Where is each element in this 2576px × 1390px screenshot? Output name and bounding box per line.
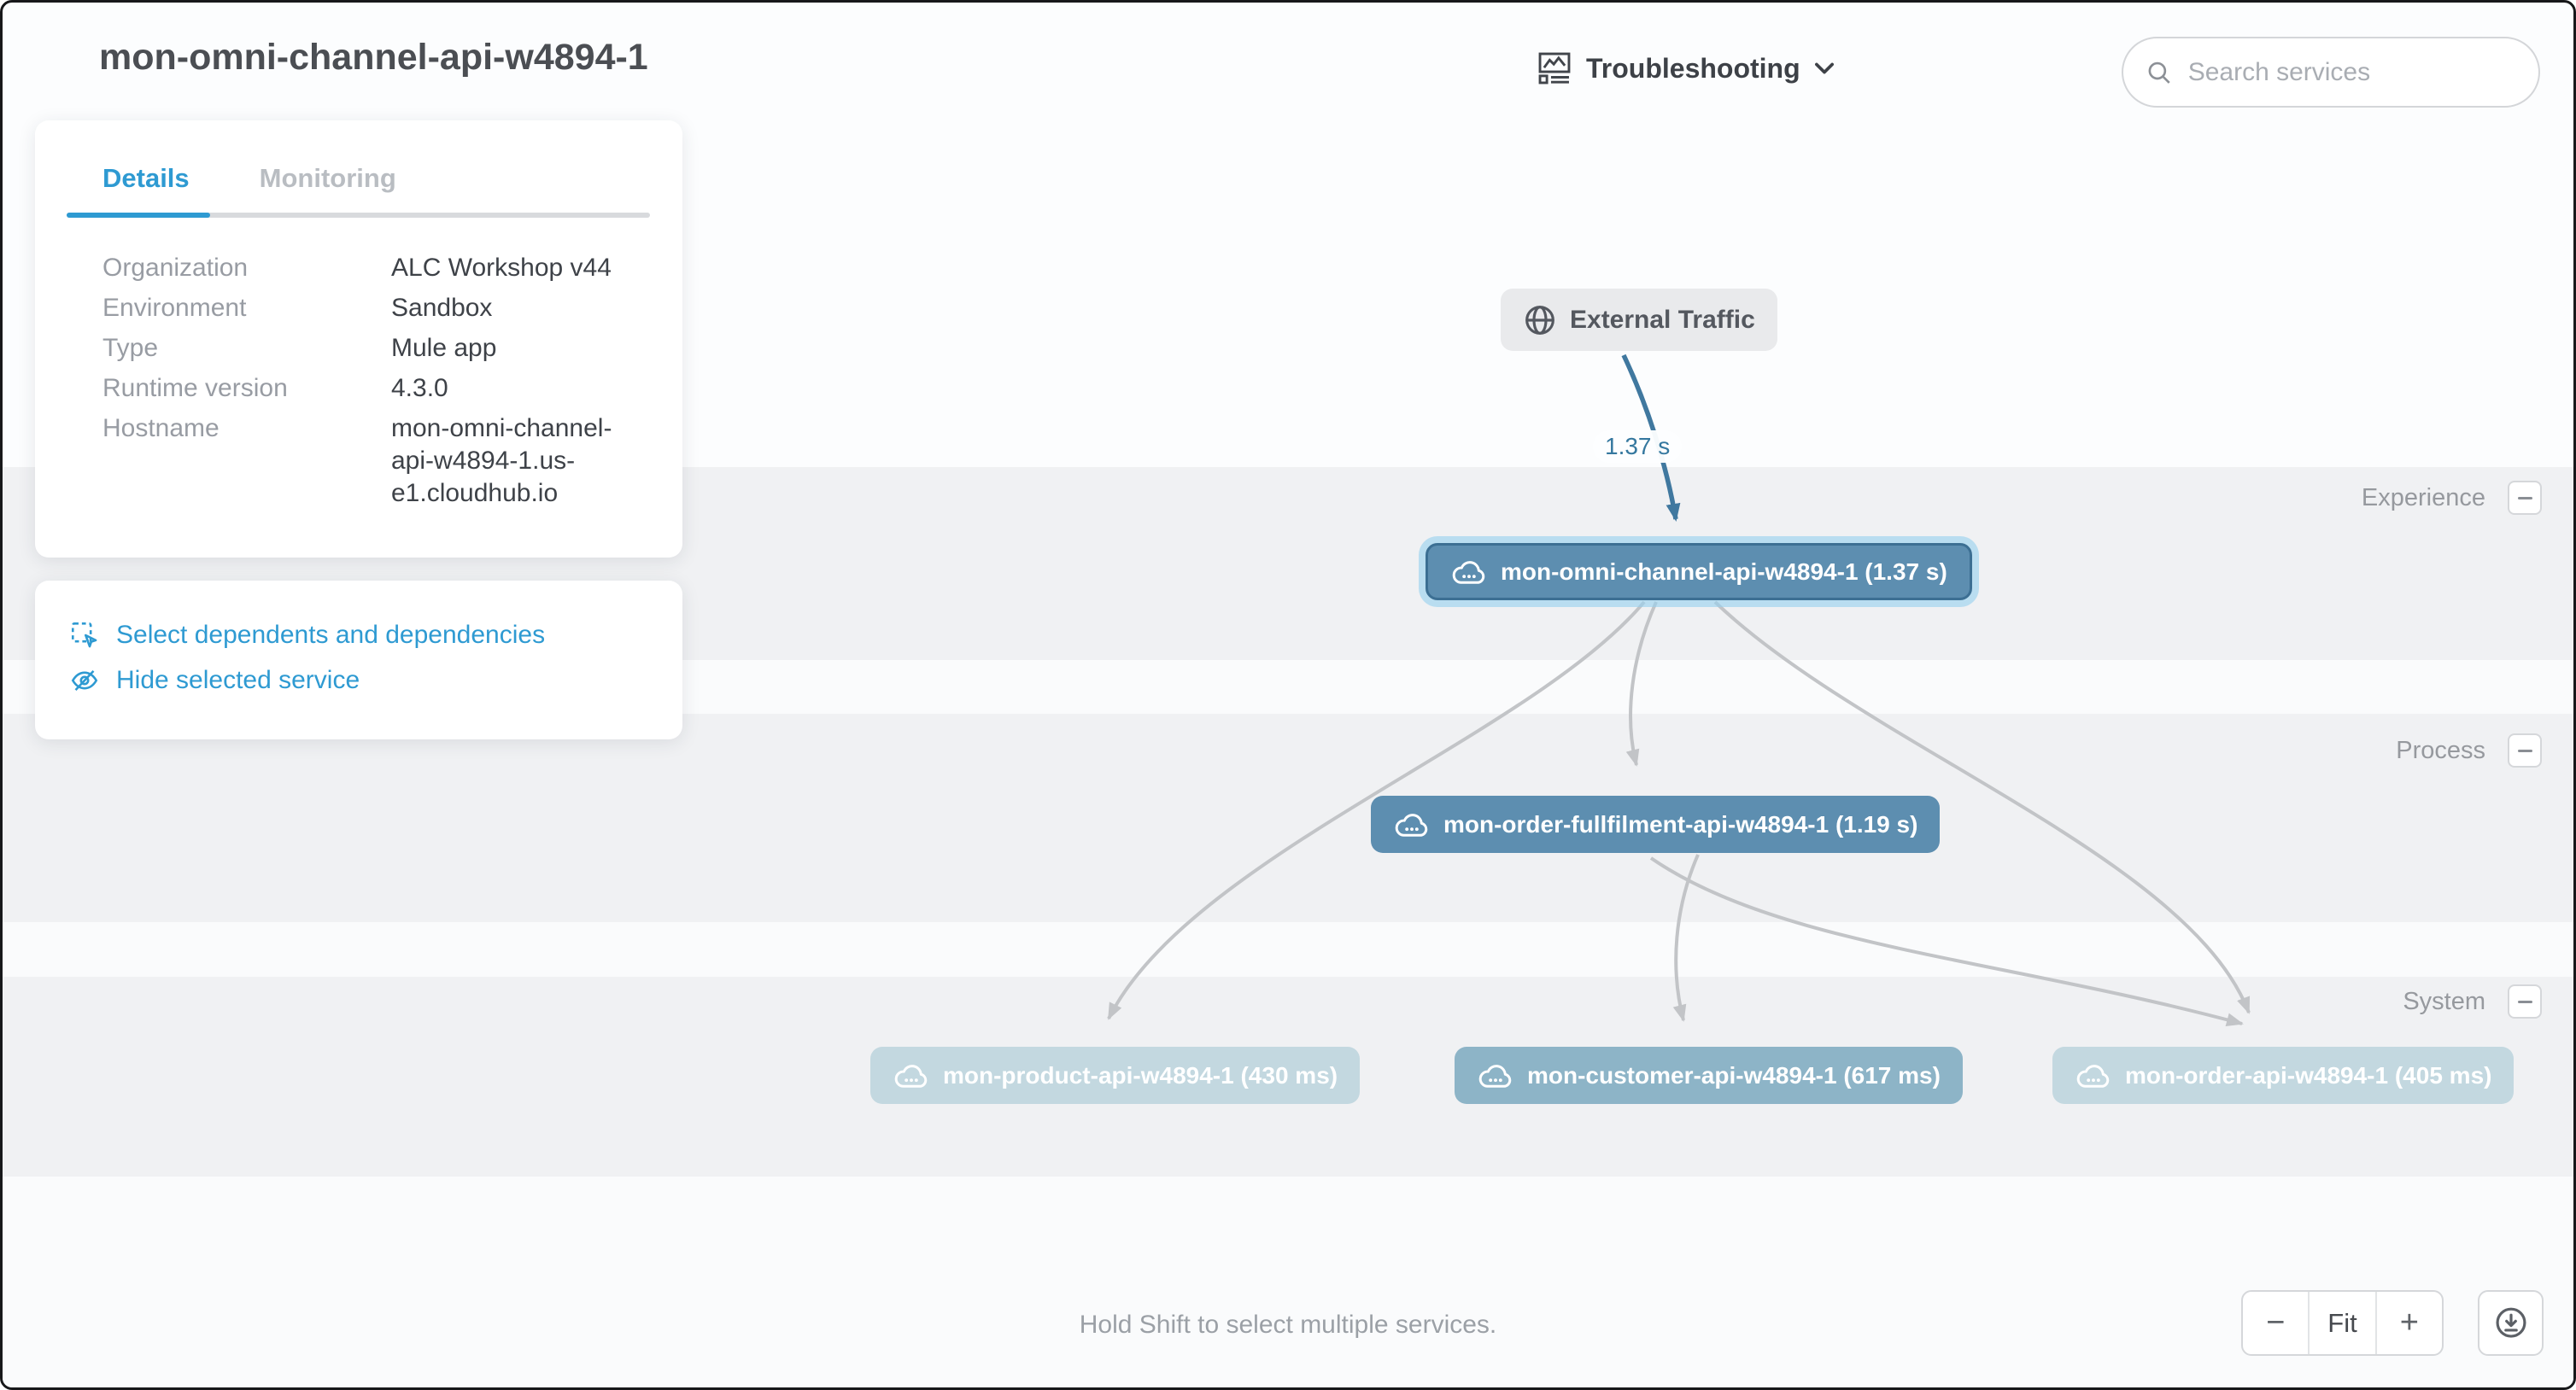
tab-underline-active [67, 213, 210, 218]
collapse-layer-button[interactable] [2508, 733, 2542, 768]
select-dependents-icon [71, 622, 97, 648]
node-label: mon-order-api-w4894-1 (405 ms) [2125, 1061, 2492, 1089]
download-icon [2495, 1307, 2526, 1338]
layer-header-system: System [2403, 984, 2542, 1019]
field-type: Type Mule app [102, 332, 650, 365]
collapse-layer-button[interactable] [2508, 481, 2542, 515]
cloudhub-icon [1452, 560, 1485, 584]
zoom-out-button[interactable]: − [2243, 1292, 2310, 1354]
node-label: mon-order-fullfilment-api-w4894-1 (1.19 … [1443, 810, 1918, 838]
field-organization: Organization ALC Workshop v44 [102, 252, 650, 284]
collapse-layer-button[interactable] [2508, 984, 2542, 1019]
field-environment: Environment Sandbox [102, 292, 650, 324]
fit-label: Fit [2327, 1307, 2357, 1338]
globe-icon [1525, 305, 1554, 335]
search-input[interactable] [2186, 56, 2516, 88]
search-box [2122, 37, 2540, 108]
view-selector-dropdown[interactable]: Troubleshooting [1537, 50, 1835, 86]
details-fields: Organization ALC Workshop v44 Environmen… [67, 252, 650, 510]
cloudhub-icon [1395, 813, 1428, 837]
multi-select-hint: Hold Shift to select multiple services. [1079, 1311, 1497, 1339]
chevron-down-icon [1814, 62, 1834, 74]
node-customer-api[interactable]: mon-customer-api-w4894-1 (617 ms) [1455, 1047, 1963, 1104]
view-selector-label: Troubleshooting [1586, 52, 1800, 84]
edge-latency-label: 1.37 s [1593, 430, 1683, 463]
tab-underline [67, 213, 650, 218]
layer-label-experience: Experience [2361, 483, 2485, 511]
service-details-panel: Details Monitoring Organization ALC Work… [35, 120, 682, 558]
node-external-traffic[interactable]: External Traffic [1501, 289, 1777, 351]
field-value: mon-omni-channel-api-w4894-1.us-e1.cloud… [391, 414, 612, 507]
node-label: External Traffic [1570, 305, 1755, 334]
layer-header-process: Process [2396, 733, 2542, 768]
field-value: 4.3.0 [391, 374, 448, 402]
layer-label-system: System [2403, 987, 2485, 1015]
cloudhub-icon [2076, 1064, 2110, 1088]
field-label: Organization [102, 254, 249, 282]
node-label: mon-product-api-w4894-1 (430 ms) [943, 1061, 1338, 1089]
minus-icon [2517, 496, 2532, 499]
field-value: Sandbox [391, 294, 493, 322]
field-label: Runtime version [102, 374, 288, 402]
node-omni-channel-api[interactable]: mon-omni-channel-api-w4894-1 (1.37 s) [1426, 543, 1972, 600]
eye-off-icon [71, 669, 98, 692]
download-button[interactable] [2478, 1290, 2544, 1356]
plus-icon: + [2399, 1305, 2419, 1340]
select-dependents-link[interactable]: Select dependents and dependencies [70, 620, 650, 651]
layer-header-experience: Experience [2362, 481, 2542, 515]
field-label: Environment [102, 294, 247, 322]
canvas-footer-area [3, 1177, 2573, 1387]
minus-icon: − [2266, 1305, 2286, 1340]
dashboard-chart-icon [1538, 52, 1571, 85]
tab-details[interactable]: Details [102, 163, 190, 193]
node-order-api[interactable]: mon-order-api-w4894-1 (405 ms) [2052, 1047, 2515, 1104]
zoom-fit-button[interactable]: Fit [2310, 1292, 2377, 1354]
node-label: mon-customer-api-w4894-1 (617 ms) [1527, 1061, 1941, 1089]
details-tabs: Details Monitoring [67, 163, 650, 194]
cloudhub-icon [894, 1064, 928, 1088]
service-actions-panel: Select dependents and dependencies Hide … [35, 581, 682, 739]
hide-service-link[interactable]: Hide selected service [70, 665, 650, 696]
node-product-api[interactable]: mon-product-api-w4894-1 (430 ms) [870, 1047, 1361, 1104]
zoom-in-button[interactable]: + [2377, 1292, 2442, 1354]
search-icon [2148, 61, 2170, 84]
field-hostname: Hostname mon-omni-channel-api-w4894-1.us… [102, 412, 650, 510]
field-value: ALC Workshop v44 [391, 254, 612, 282]
page-title: mon-omni-channel-api-w4894-1 [99, 37, 648, 78]
field-label: Type [102, 334, 159, 362]
action-link-label: Hide selected service [116, 666, 360, 694]
layer-gap [3, 922, 2573, 977]
cloudhub-icon [1478, 1064, 1512, 1088]
field-runtime-version: Runtime version 4.3.0 [102, 372, 650, 405]
node-label: mon-omni-channel-api-w4894-1 (1.37 s) [1501, 558, 1947, 585]
node-order-fullfilment-api[interactable]: mon-order-fullfilment-api-w4894-1 (1.19 … [1371, 796, 1941, 853]
zoom-controls: − Fit + [2241, 1290, 2444, 1356]
field-label: Hostname [102, 414, 220, 442]
minus-icon [2517, 749, 2532, 752]
minus-icon [2517, 1000, 2532, 1003]
layer-band-process [3, 714, 2573, 922]
layer-label-process: Process [2396, 736, 2485, 764]
field-value: Mule app [391, 334, 497, 362]
tab-monitoring[interactable]: Monitoring [259, 163, 396, 193]
action-link-label: Select dependents and dependencies [116, 621, 546, 649]
